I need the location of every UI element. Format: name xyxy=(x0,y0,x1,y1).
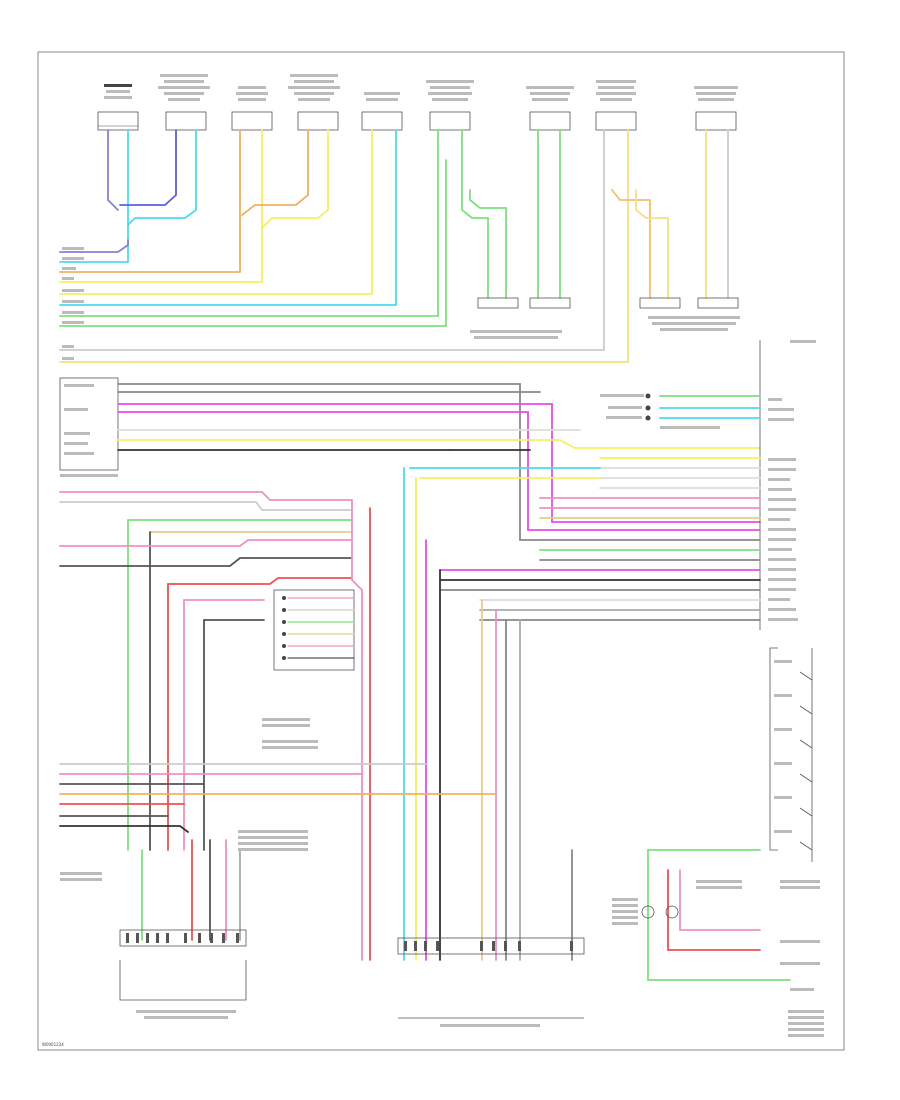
speaker-connector xyxy=(97,84,139,131)
wire xyxy=(461,129,489,299)
top-speaker-connectors xyxy=(97,74,738,131)
middle-left-bus xyxy=(59,491,353,851)
steering-switch-stack xyxy=(769,647,813,862)
right-main-connector xyxy=(759,340,816,630)
lower-drop-wires xyxy=(141,839,241,941)
wire xyxy=(107,129,119,211)
wire xyxy=(261,129,329,229)
bottom-right-controls xyxy=(612,849,824,1037)
wire xyxy=(119,129,177,206)
speaker-connector xyxy=(526,86,574,131)
speaker-connector xyxy=(426,80,474,131)
right-horizontal-wires xyxy=(409,395,761,621)
diagram-border xyxy=(37,51,845,1051)
wire xyxy=(127,129,197,226)
speaker-connector xyxy=(595,80,637,131)
lower-left-bus xyxy=(59,763,497,833)
speaker-connector xyxy=(231,86,273,131)
top-horizontal-bus xyxy=(59,239,629,363)
middle-inline-connector xyxy=(273,589,355,671)
speaker-connector xyxy=(158,74,210,131)
middle-notes xyxy=(60,718,318,881)
wire xyxy=(241,129,309,216)
speaker-connector xyxy=(361,92,403,131)
right-switch-devices xyxy=(600,393,720,429)
speaker-connector xyxy=(694,86,738,131)
radio-module-wires xyxy=(117,383,761,541)
bottom-left-connector xyxy=(119,929,247,1019)
inline-connectors-top xyxy=(470,297,740,339)
top-vertical-wires xyxy=(107,129,729,363)
left-pin-labels-top xyxy=(62,247,84,360)
amplifier-vertical-wires xyxy=(351,467,573,961)
wire xyxy=(611,189,651,299)
wire xyxy=(635,189,669,299)
footer-code: W0001234 xyxy=(42,1042,64,1047)
radio-module-box xyxy=(59,377,119,477)
speaker-connector xyxy=(288,74,340,131)
bottom-amplifier-connector xyxy=(397,937,585,1027)
wire xyxy=(469,189,507,299)
